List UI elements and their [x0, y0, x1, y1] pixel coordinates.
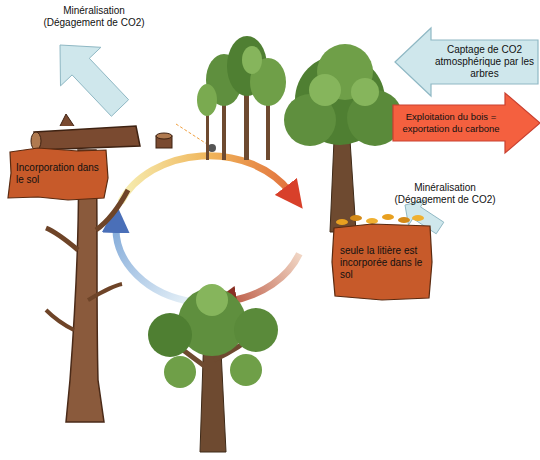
- process-label: Minéralisation (Dégagement de CO2): [34, 5, 154, 29]
- node-text: Exploitation du bois = exportation du ca…: [396, 111, 506, 135]
- young-trees: [197, 36, 286, 160]
- cycle-arrow: [116, 226, 194, 302]
- process-label: Minéralisation (Dégagement de CO2): [385, 182, 505, 206]
- felling-line: [176, 124, 210, 146]
- flow-arrow: Exploitation du bois = exportation du ca…: [393, 93, 540, 153]
- flow-arrow: Captage de CO2 atmosphérique par les arb…: [395, 28, 540, 96]
- cycle-arrow: [121, 156, 290, 203]
- lumberjack: [208, 144, 216, 152]
- node-text-area: seule la litière est incorporée dans le …: [340, 232, 426, 294]
- node-text-area: Captage de CO2 atmosphérique par les arb…: [433, 40, 536, 84]
- co2-release-arrow: [60, 45, 129, 116]
- node-shape: [332, 224, 432, 300]
- node-text-area: Exploitation du bois = exportation du ca…: [396, 105, 506, 141]
- leaf-litter: [336, 214, 424, 225]
- node-text: Captage de CO2 atmosphérique par les arb…: [433, 44, 536, 80]
- node-text: Incorporation dans le sol: [16, 162, 102, 186]
- soil-box: seule la litière est incorporée dans le …: [332, 222, 432, 300]
- node-shape: [8, 148, 108, 200]
- node-text: seule la litière est incorporée dans le …: [340, 245, 426, 281]
- node-shape: [393, 93, 540, 153]
- node-text-area: Incorporation dans le sol: [16, 154, 102, 194]
- soil-box: Incorporation dans le sol: [8, 148, 108, 200]
- mature-tree: [284, 44, 403, 232]
- cycle-arrow: [230, 254, 299, 301]
- fallen-log: [31, 114, 172, 150]
- growing-tree: [148, 284, 278, 452]
- node-shape: [395, 28, 538, 96]
